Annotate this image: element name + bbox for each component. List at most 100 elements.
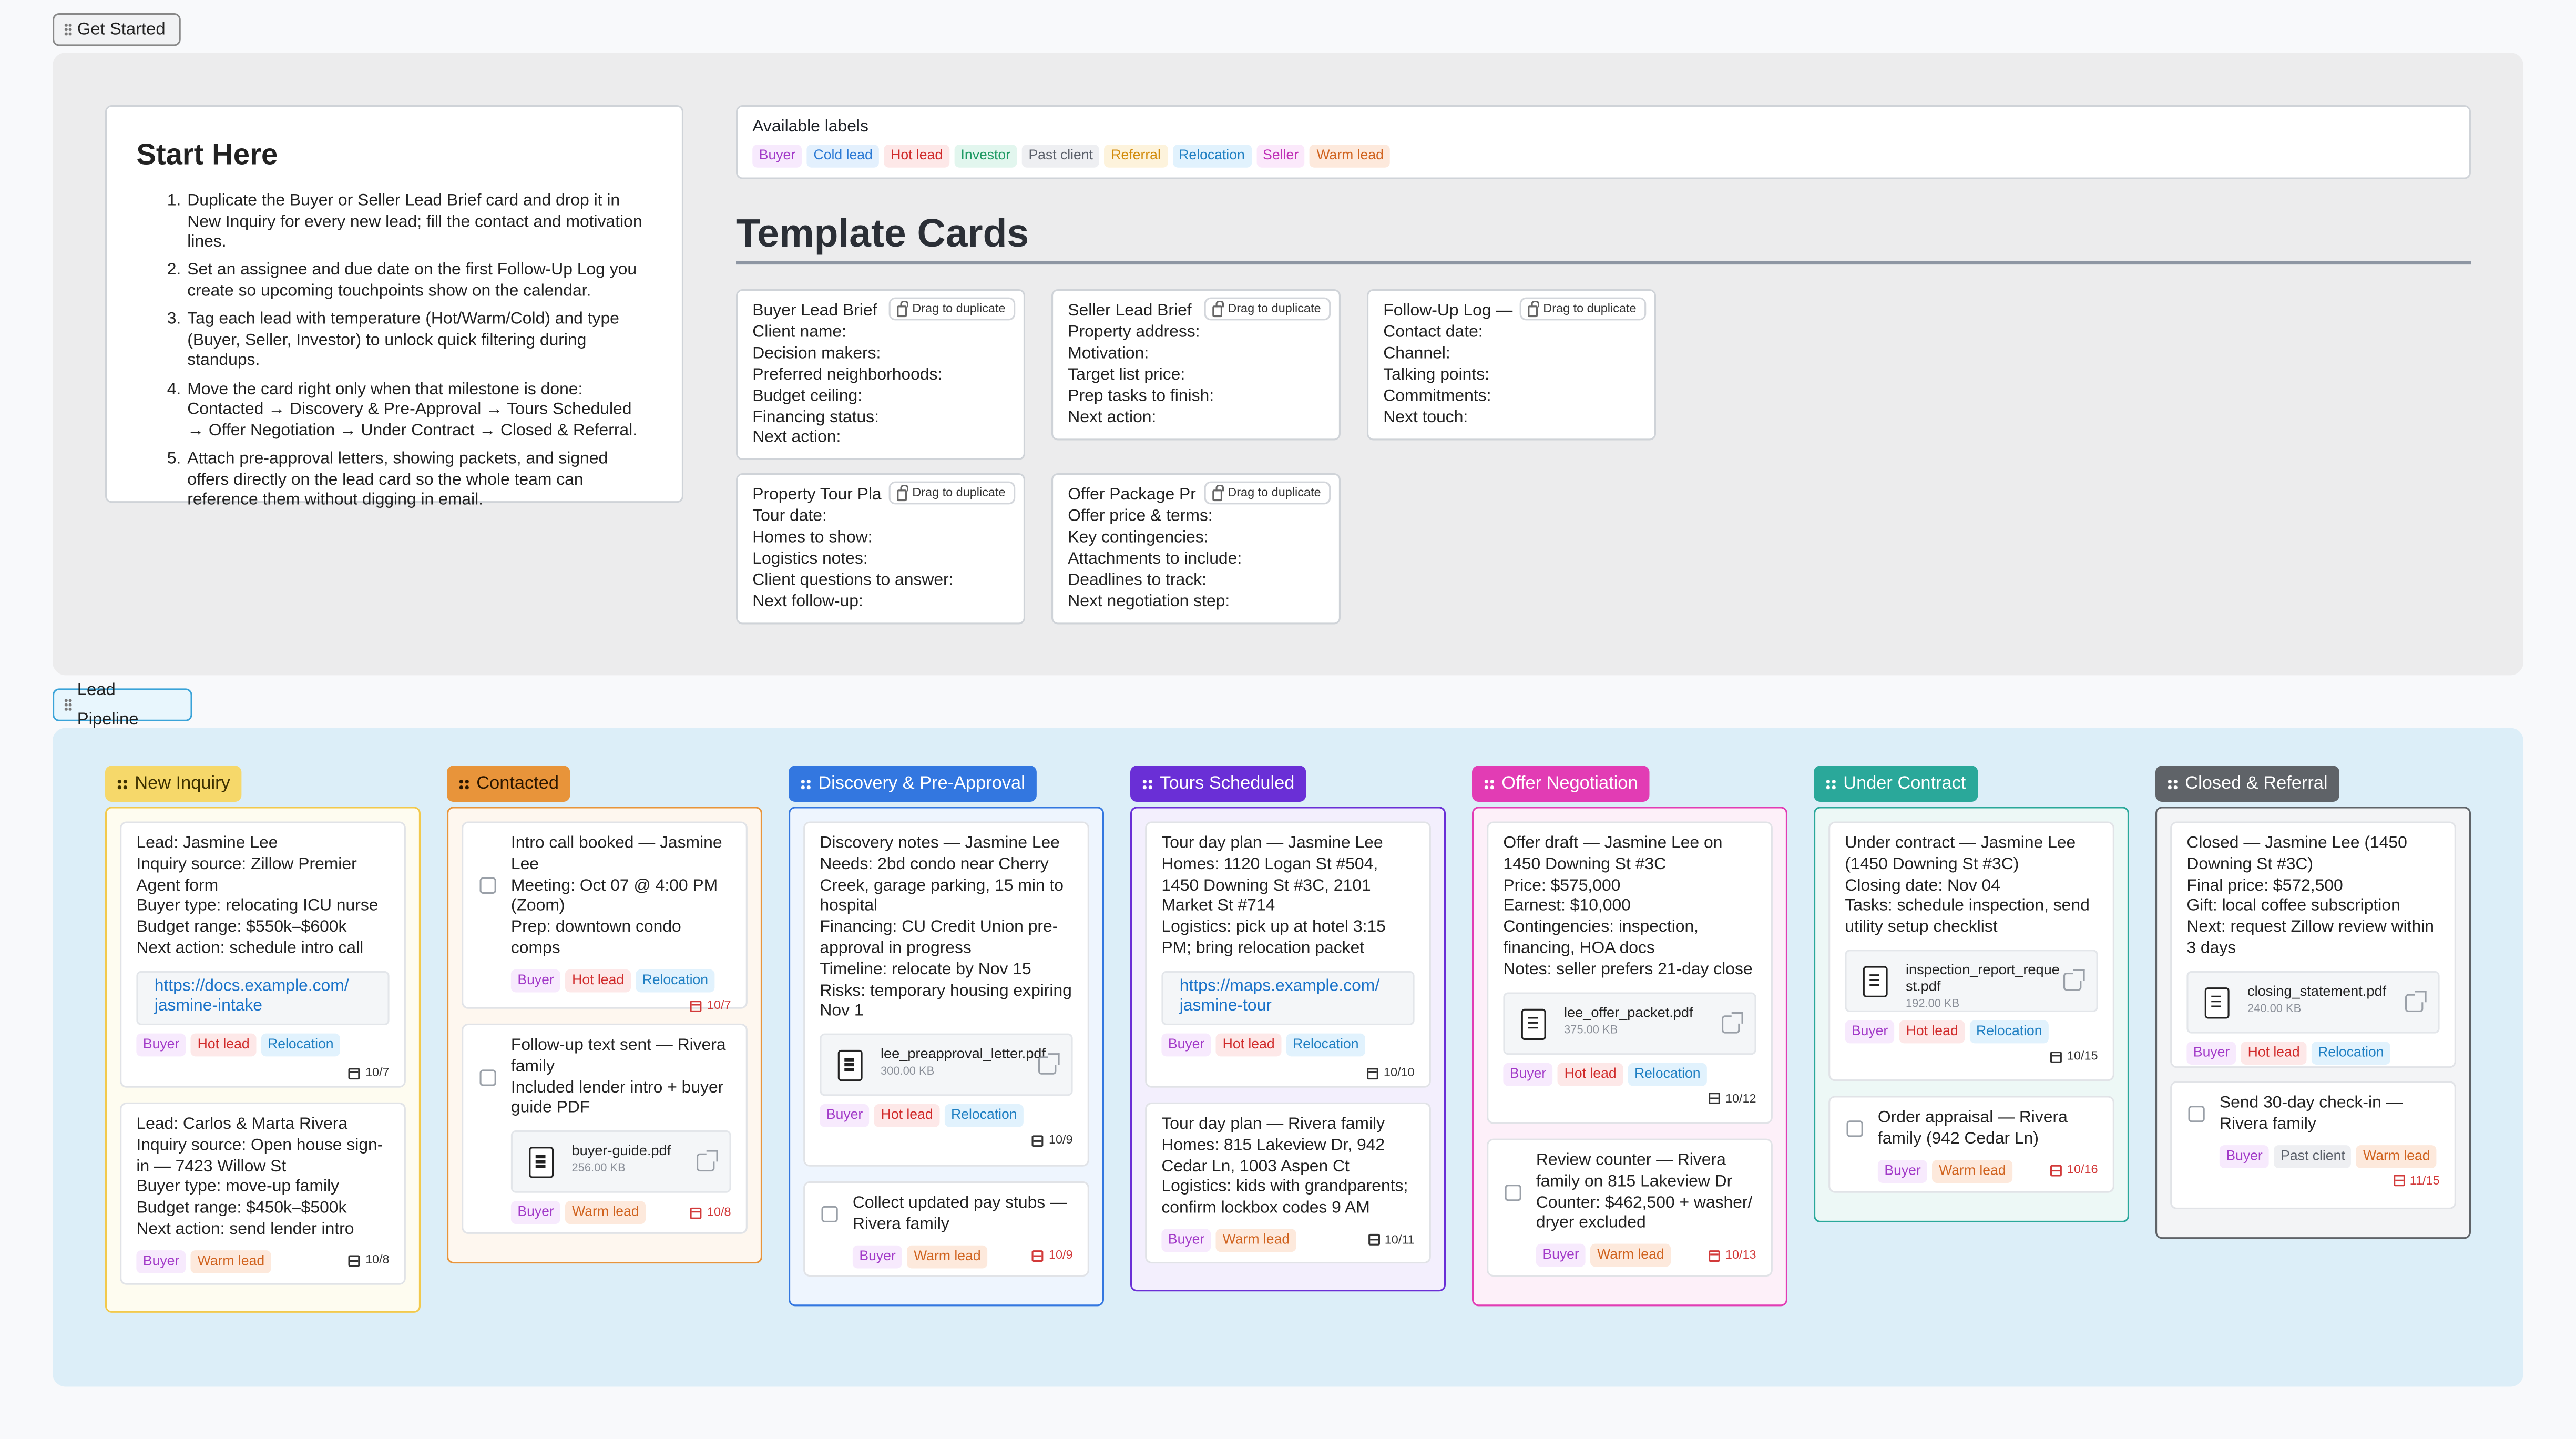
lead-card[interactable]: Collect updated pay stubs — Rivera famil… [803, 1181, 1089, 1277]
drag-handle-icon[interactable] [458, 778, 470, 790]
tag-buyer[interactable]: Buyer [1845, 1020, 1895, 1044]
tag-relocation[interactable]: Relocation [261, 1033, 341, 1057]
drag-to-duplicate-button[interactable]: Drag to duplicate [1204, 297, 1331, 321]
template-card-follow-up-log[interactable]: Follow-Up Log — Contact date: Channel: T… [1367, 289, 1656, 441]
tag-relocation[interactable]: Relocation [1969, 1020, 2049, 1044]
lead-card[interactable]: Follow-up text sent — Rivera family Incl… [462, 1023, 748, 1234]
due-date[interactable]: 10/15 [2050, 1047, 2098, 1068]
due-date[interactable]: 10/9 [1032, 1131, 1073, 1152]
due-date[interactable]: 10/9 [1032, 1246, 1073, 1267]
task-checkbox[interactable] [821, 1206, 838, 1222]
card-link[interactable]: https://docs.example.com/ jasmine-intake [136, 971, 390, 1025]
lead-card[interactable]: Send 30-day check-in — Rivera family Buy… [2170, 1081, 2456, 1209]
due-date[interactable]: 10/7 [349, 1063, 390, 1084]
tag-warm-lead[interactable]: Warm lead [191, 1250, 271, 1273]
label-referral[interactable]: Referral [1104, 145, 1168, 168]
tag-buyer[interactable]: Buyer [1161, 1033, 1211, 1057]
column-header-discovery-pre-approval[interactable]: Discovery & Pre-Approval [789, 766, 1037, 802]
template-card-buyer-lead-brief[interactable]: Buyer Lead Brief Client name: Decision m… [736, 289, 1025, 460]
file-attachment[interactable]: inspection_report_request.pdf 192.00 KB [1845, 950, 2098, 1012]
tag-buyer[interactable]: Buyer [820, 1104, 870, 1128]
task-checkbox[interactable] [479, 1069, 496, 1086]
drag-handle-icon[interactable] [1483, 778, 1495, 790]
column-header-offer-negotiation[interactable]: Offer Negotiation [1472, 766, 1650, 802]
lead-card[interactable]: Order appraisal — Rivera family (942 Ced… [1828, 1096, 2114, 1193]
open-external-icon[interactable] [697, 1150, 718, 1172]
task-checkbox[interactable] [1846, 1120, 1863, 1137]
lead-card[interactable]: Tour day plan — Jasmine Lee Homes: 1120 … [1145, 821, 1431, 1088]
due-date[interactable]: 10/11 [1368, 1230, 1415, 1251]
label-investor[interactable]: Investor [954, 145, 1017, 168]
open-external-icon[interactable] [1038, 1053, 1060, 1075]
lead-card[interactable]: Tour day plan — Rivera family Homes: 815… [1145, 1102, 1431, 1264]
card-link[interactable]: https://maps.example.com/ jasmine-tour [1161, 971, 1415, 1025]
task-checkbox[interactable] [1505, 1185, 1521, 1201]
label-past-client[interactable]: Past client [1021, 145, 1100, 168]
label-buyer[interactable]: Buyer [752, 145, 802, 168]
tag-buyer[interactable]: Buyer [2219, 1144, 2270, 1168]
tag-warm-lead[interactable]: Warm lead [565, 1201, 646, 1224]
column-header-contacted[interactable]: Contacted [447, 766, 570, 802]
column-header-closed-referral[interactable]: Closed & Referral [2155, 766, 2339, 802]
tag-relocation[interactable]: Relocation [2311, 1041, 2391, 1065]
label-cold-lead[interactable]: Cold lead [807, 145, 880, 168]
tag-hot-lead[interactable]: Hot lead [191, 1033, 257, 1057]
tag-buyer[interactable]: Buyer [510, 1201, 561, 1224]
tag-relocation[interactable]: Relocation [1628, 1062, 1708, 1086]
tag-buyer[interactable]: Buyer [1503, 1062, 1553, 1086]
tag-warm-lead[interactable]: Warm lead [1590, 1244, 1671, 1267]
tag-buyer[interactable]: Buyer [136, 1250, 186, 1273]
drag-to-duplicate-button[interactable]: Drag to duplicate [889, 481, 1016, 505]
tag-buyer[interactable]: Buyer [1877, 1159, 1928, 1182]
file-attachment[interactable]: closing_statement.pdf 240.00 KB [2186, 971, 2440, 1033]
lead-card[interactable]: Lead: Jasmine Lee Inquiry source: Zillow… [120, 821, 406, 1088]
open-external-icon[interactable] [2063, 969, 2085, 991]
tag-hot-lead[interactable]: Hot lead [565, 969, 631, 992]
drag-handle-icon[interactable] [116, 778, 128, 790]
drag-to-duplicate-button[interactable]: Drag to duplicate [1204, 481, 1331, 505]
drag-handle-icon[interactable] [1141, 778, 1153, 790]
template-card-property-tour-plan[interactable]: Property Tour Pla Tour date: Homes to sh… [736, 473, 1025, 625]
drag-handle-icon[interactable] [800, 778, 812, 790]
template-card-offer-package-prep[interactable]: Offer Package Pr Offer price & terms: Ke… [1051, 473, 1341, 625]
file-attachment[interactable]: lee_offer_packet.pdf 375.00 KB [1503, 992, 1756, 1054]
tag-warm-lead[interactable]: Warm lead [1932, 1159, 2013, 1182]
lead-card[interactable]: Review counter — Rivera family on 815 La… [1487, 1138, 1773, 1277]
tag-relocation[interactable]: Relocation [636, 969, 715, 992]
drag-handle-icon[interactable] [64, 698, 73, 712]
section-tab-lead-pipeline[interactable]: Lead Pipeline [53, 680, 192, 730]
due-date[interactable]: 10/10 [1367, 1063, 1415, 1084]
drag-handle-icon[interactable] [1825, 778, 1837, 790]
tag-warm-lead[interactable]: Warm lead [1216, 1229, 1296, 1252]
lead-card[interactable]: Under contract — Jasmine Lee (1450 Downi… [1828, 821, 2114, 1081]
open-external-icon[interactable] [2405, 990, 2427, 1012]
drag-to-duplicate-button[interactable]: Drag to duplicate [1520, 297, 1647, 321]
column-header-under-contract[interactable]: Under Contract [1814, 766, 1978, 802]
lead-card[interactable]: Discovery notes — Jasmine Lee Needs: 2bd… [803, 821, 1089, 1167]
column-header-new-inquiry[interactable]: New Inquiry [105, 766, 242, 802]
lead-card[interactable]: Lead: Carlos & Marta Rivera Inquiry sour… [120, 1102, 406, 1285]
tag-hot-lead[interactable]: Hot lead [1558, 1062, 1623, 1086]
open-external-icon[interactable] [1722, 1011, 1743, 1033]
due-date[interactable]: 10/12 [1709, 1089, 1756, 1110]
tag-buyer[interactable]: Buyer [1536, 1244, 1586, 1267]
lead-card[interactable]: Intro call booked — Jasmine Lee Meeting:… [462, 821, 748, 1012]
tag-hot-lead[interactable]: Hot lead [874, 1104, 940, 1128]
lead-card[interactable]: Closed — Jasmine Lee (1450 Downing St #3… [2170, 821, 2456, 1068]
task-checkbox[interactable] [2188, 1106, 2205, 1122]
due-date[interactable]: 10/7 [690, 995, 731, 1016]
label-relocation[interactable]: Relocation [1172, 145, 1252, 168]
due-date[interactable]: 10/13 [1709, 1245, 1756, 1266]
template-card-seller-lead-brief[interactable]: Seller Lead Brief Property address: Moti… [1051, 289, 1341, 441]
label-hot-lead[interactable]: Hot lead [884, 145, 949, 168]
drag-handle-icon[interactable] [2166, 778, 2179, 790]
tag-hot-lead[interactable]: Hot lead [1216, 1033, 1282, 1057]
due-date[interactable]: 10/8 [690, 1202, 731, 1223]
label-warm-lead[interactable]: Warm lead [1310, 145, 1391, 168]
tag-relocation[interactable]: Relocation [944, 1104, 1024, 1128]
tag-buyer[interactable]: Buyer [852, 1244, 903, 1268]
column-header-tours-scheduled[interactable]: Tours Scheduled [1130, 766, 1306, 802]
lead-card[interactable]: Offer draft — Jasmine Lee on 1450 Downin… [1487, 821, 1773, 1124]
due-date[interactable]: 11/15 [2393, 1171, 2440, 1192]
tag-relocation[interactable]: Relocation [1286, 1033, 1366, 1057]
